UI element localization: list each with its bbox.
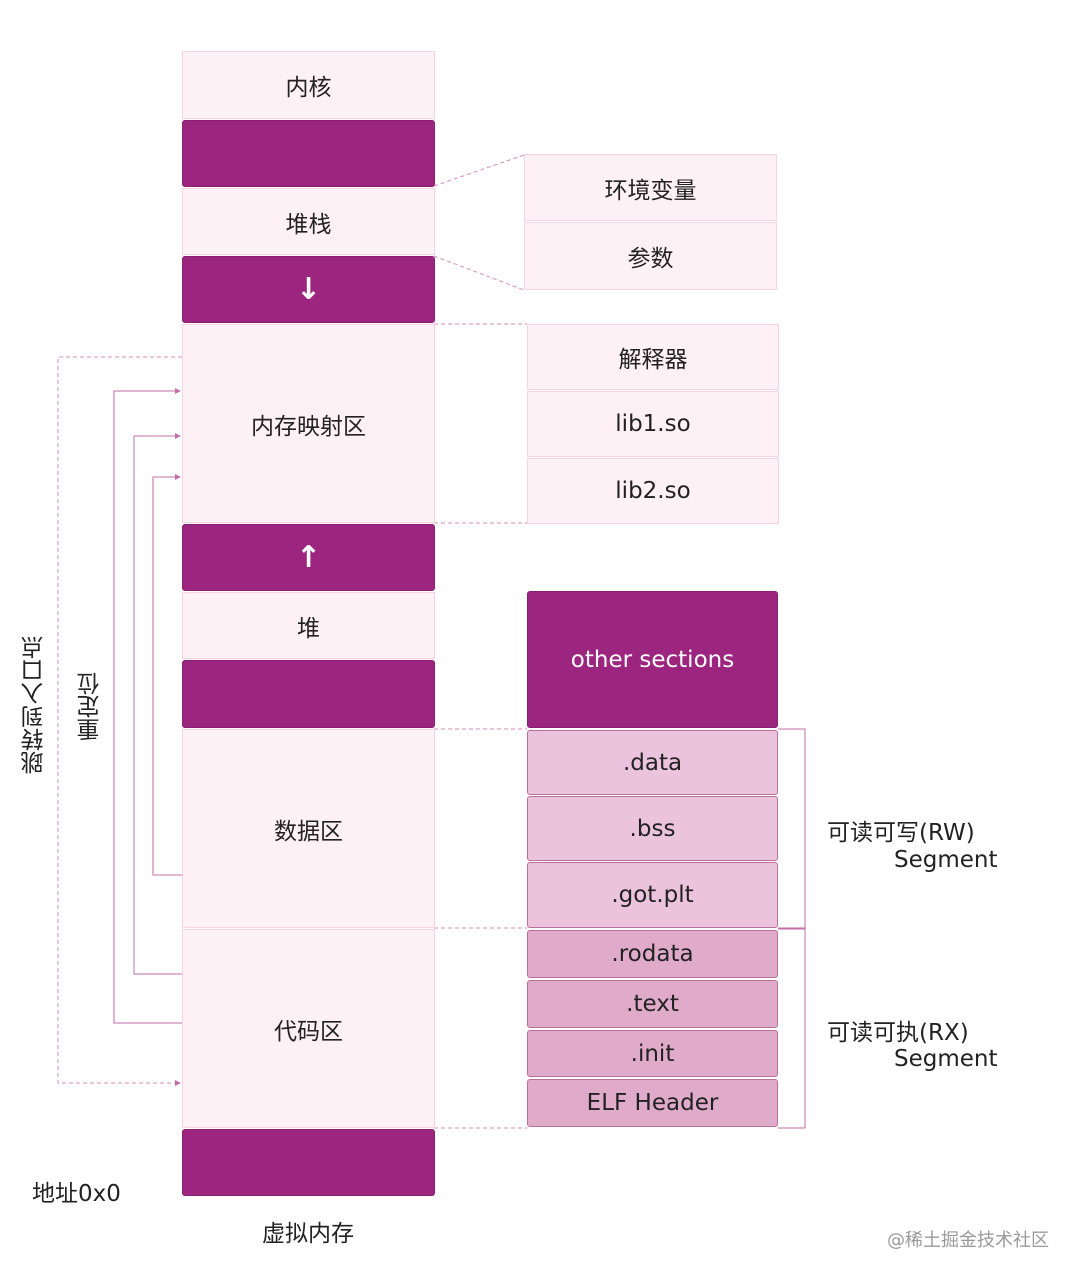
lib1-block: lib1.so xyxy=(527,391,779,457)
heap-block: 堆 xyxy=(182,592,435,659)
section-init: .init xyxy=(527,1030,778,1077)
other-sections-block: other sections xyxy=(527,591,778,728)
stack-growth-block: ↓ xyxy=(182,256,435,323)
section-bss-label: .bss xyxy=(629,815,676,842)
code-region-label: 代码区 xyxy=(274,1018,343,1045)
data-region-label: 数据区 xyxy=(274,818,343,845)
arrow-down-icon: ↓ xyxy=(295,272,322,307)
jump-entry-line xyxy=(57,356,182,1086)
section-data: .data xyxy=(527,730,778,795)
watermark: @稀土掘金技术社区 xyxy=(887,1230,1049,1251)
address-label: 地址0x0 xyxy=(32,1181,121,1207)
rw-segment-label-line1: 可读可写(RW) xyxy=(827,820,975,846)
section-elf-header: ELF Header xyxy=(527,1079,778,1127)
heap-label: 堆 xyxy=(297,615,320,642)
other-sections-label: other sections xyxy=(570,646,735,673)
data-region-block: 数据区 xyxy=(182,729,435,928)
args-block: 参数 xyxy=(524,222,777,290)
section-got-plt-label: .got.plt xyxy=(611,882,694,908)
lib2-block: lib2.so xyxy=(527,458,779,524)
rw-segment-label-line2: Segment xyxy=(894,847,998,873)
section-data-label: .data xyxy=(622,749,683,776)
interpreter-label: 解释器 xyxy=(618,347,688,373)
virtual-memory-title: 虚拟内存 xyxy=(262,1221,354,1247)
env-vars-block: 环境变量 xyxy=(524,154,777,221)
section-bss: .bss xyxy=(527,796,778,861)
lib1-label: lib1.so xyxy=(615,411,691,437)
mmap-block: 内存映射区 xyxy=(182,324,435,523)
relocation-line-3 xyxy=(152,474,182,876)
guard-block-bottom xyxy=(182,1129,435,1196)
stack-block: 堆栈 xyxy=(182,188,435,255)
section-rodata: .rodata xyxy=(527,930,778,978)
section-rodata-label: .rodata xyxy=(611,941,694,967)
args-label: 参数 xyxy=(627,246,674,272)
heap-growth-block: ↑ xyxy=(182,524,435,591)
stack-detail-connector-top xyxy=(433,154,525,187)
section-init-label: .init xyxy=(630,1040,675,1067)
relocation-label: 重定位 xyxy=(78,672,104,741)
arrow-up-icon: ↑ xyxy=(295,540,322,575)
rx-segment-label-line2: Segment xyxy=(894,1046,998,1072)
section-got-plt: .got.plt xyxy=(527,862,778,928)
mmap-label: 内存映射区 xyxy=(251,413,366,440)
stack-label: 堆栈 xyxy=(285,211,332,238)
env-vars-label: 环境变量 xyxy=(604,177,697,204)
lib2-label: lib2.so xyxy=(615,478,691,504)
section-text: .text xyxy=(527,980,778,1028)
jump-entry-label: 跳转到入口点 xyxy=(22,636,48,774)
relocation-line-2 xyxy=(133,433,182,975)
rx-segment-label-line1: 可读可执(RX) xyxy=(827,1020,969,1046)
rx-segment-bracket xyxy=(778,928,806,1129)
guard-block-2 xyxy=(182,660,435,728)
kernel-label: 内核 xyxy=(285,75,332,101)
stack-detail-connector-bottom xyxy=(433,255,525,291)
section-text-label: .text xyxy=(626,991,679,1017)
interpreter-block: 解释器 xyxy=(527,324,779,390)
section-elf-header-label: ELF Header xyxy=(586,1090,719,1116)
code-region-block: 代码区 xyxy=(182,929,435,1128)
rw-segment-bracket xyxy=(778,728,806,929)
relocation-line-1 xyxy=(113,388,182,1024)
kernel-block: 内核 xyxy=(182,51,435,119)
guard-block-1 xyxy=(182,120,435,187)
